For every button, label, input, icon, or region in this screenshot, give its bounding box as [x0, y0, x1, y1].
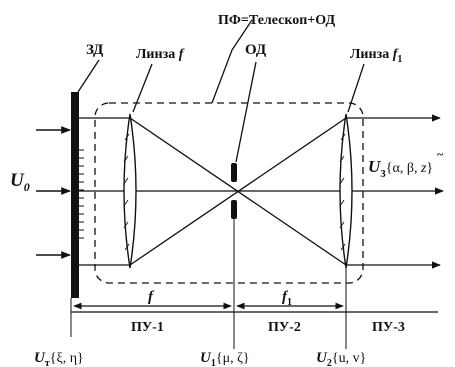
pf-leader	[211, 19, 253, 104]
bottom-u-right-label: U2{u, v}	[316, 350, 366, 367]
telescope-boundary	[94, 102, 364, 284]
pu2-label: ПУ-2	[268, 320, 301, 335]
mask-hatching	[79, 149, 84, 239]
od-leader	[235, 61, 257, 163]
lens-f-hatching	[123, 133, 130, 251]
lens-f1-hatching	[339, 133, 346, 251]
bottom-u-left-label: Uт{ξ, η}	[34, 350, 84, 367]
pu1-label: ПУ-1	[131, 320, 164, 335]
lens-f1-label: Линза f1	[350, 47, 402, 65]
ray-2	[129, 117, 347, 266]
pf-label: ПФ=Телескоп+ОД	[218, 13, 335, 28]
pu3-label: ПУ-3	[372, 320, 405, 335]
lens-f-label: Линза f	[136, 47, 185, 62]
dimension-f-label: f	[148, 289, 155, 305]
aperture-top	[231, 163, 237, 182]
dimension-f1-label: f1	[282, 289, 292, 308]
bottom-u-mid-label: U1{μ, ζ}	[200, 350, 250, 367]
u0-label: U0	[10, 170, 30, 194]
od-label: ОД	[245, 42, 267, 58]
mask-plane	[71, 92, 79, 298]
u3-tilde: ~	[437, 147, 444, 161]
lens-f	[123, 113, 137, 269]
aperture-bottom	[231, 200, 237, 219]
lens-f1-leader	[347, 63, 365, 113]
lens-f1	[339, 113, 353, 269]
lens-f-leader	[132, 63, 153, 113]
u3-label: U3{α, β, z}	[368, 157, 433, 180]
zd-label: ЗД	[86, 42, 104, 58]
zd-leader	[77, 59, 100, 93]
